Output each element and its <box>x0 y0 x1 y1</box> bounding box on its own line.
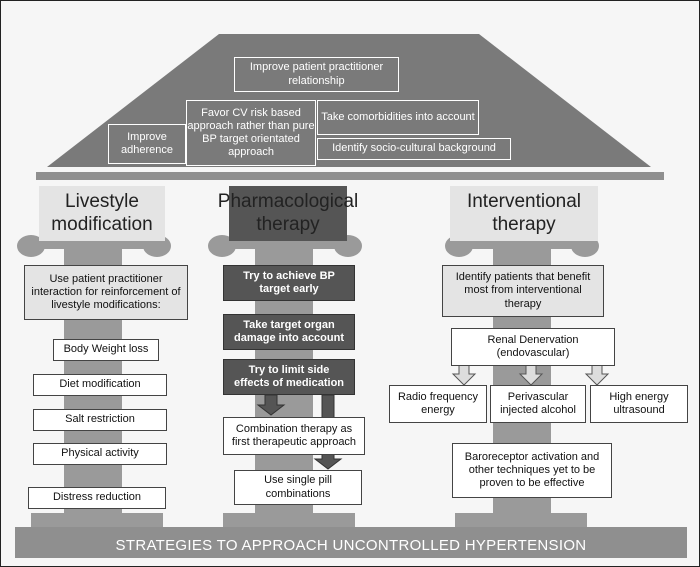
roof-socio-cultural-box: Identify socio-cultural background <box>317 138 511 160</box>
pharma-bp-target-box: Try to achieve BP target early <box>223 265 355 301</box>
pharma-combination-box: Combination therapy as first therapeutic… <box>223 417 365 455</box>
roof-favor-cv-box: Favor CV risk based approach rather than… <box>186 100 316 166</box>
roof-relationship-box: Improve patient practitioner relationshi… <box>234 57 399 92</box>
roof-adherence-box: Improve adherence <box>108 124 186 164</box>
pillar-lifestyle-volute-left <box>17 235 45 257</box>
radio-frequency-box: Radio frequency energy <box>389 385 487 423</box>
pillar-interventional-base <box>455 513 587 527</box>
lifestyle-item-box: Distress reduction <box>28 487 166 509</box>
lifestyle-item-box: Salt restriction <box>33 409 167 431</box>
pharma-side-effects-box: Try to limit side effects of medication <box>223 359 355 395</box>
foundation <box>15 527 687 558</box>
pillar-lifestyle-base <box>31 513 163 527</box>
roof-beam <box>36 172 664 180</box>
heading-lifestyle: Livestyle modification <box>39 186 165 241</box>
pharma-single-pill-box: Use single pill combinations <box>234 470 362 505</box>
high-energy-ultrasound-box: High energy ultrasound <box>590 385 688 423</box>
lifestyle-item-box: Diet modification <box>33 374 167 396</box>
lifestyle-intro-box: Use patient practitioner interaction for… <box>24 265 188 320</box>
roof-comorbidities-box: Take comorbidities into account <box>317 100 479 135</box>
baroreceptor-box: Baroreceptor activation and other techni… <box>452 443 612 498</box>
pillar-pharma-base <box>223 513 355 527</box>
renal-denervation-box: Renal Denervation (endovascular) <box>451 328 615 366</box>
lifestyle-item-box: Physical activity <box>33 443 167 465</box>
arrow-renal-to-alcohol <box>518 364 544 386</box>
arrow-renal-to-radio <box>451 364 477 386</box>
pharma-organ-damage-box: Take target organ damage into account <box>223 314 355 350</box>
arrow-side-effects-to-combination <box>256 394 286 416</box>
interventional-intro-box: Identify patients that benefit most from… <box>442 265 604 317</box>
arrow-renal-to-ultrasound <box>584 364 610 386</box>
heading-pharmacological: Pharmacological therapy <box>218 186 358 241</box>
foundation-label: STRATEGIES TO APPROACH UNCONTROLLED HYPE… <box>115 537 587 554</box>
heading-interventional: Interventional therapy <box>450 186 598 241</box>
perivascular-alcohol-box: Perivascular injected alcohol <box>490 385 586 423</box>
lifestyle-item-box: Body Weight loss <box>53 339 159 361</box>
